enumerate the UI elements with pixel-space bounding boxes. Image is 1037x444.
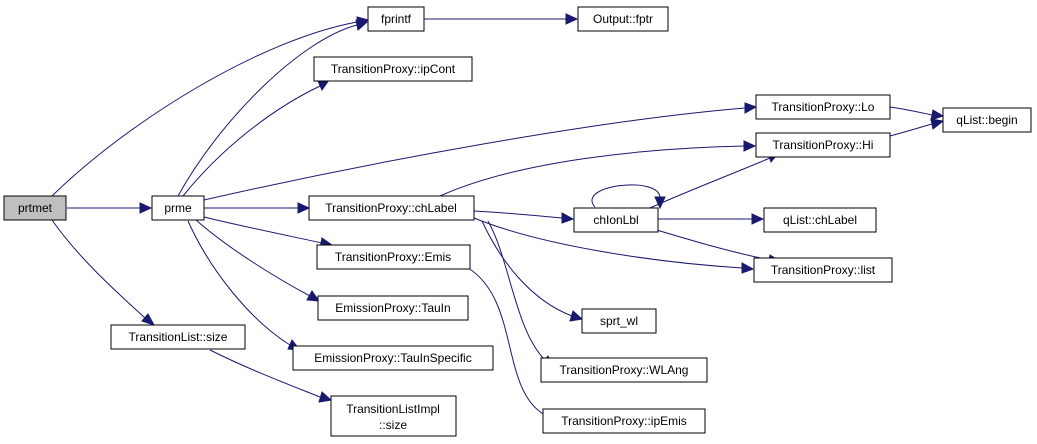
edge-chionlbl-self: [591, 184, 666, 210]
node-label: TransitionProxy::Emis: [335, 250, 451, 264]
edge-prme-tauin: [195, 219, 321, 302]
edge-emis-ipemis: [467, 267, 557, 421]
node-tp-chlabel[interactable]: TransitionProxy::chLabel: [308, 195, 475, 221]
node-label: EmissionProxy::TauIn: [335, 301, 450, 315]
node-tp-list[interactable]: TransitionProxy::list: [753, 257, 893, 283]
node-label: qList::chLabel: [783, 213, 857, 227]
edge-prme-chlabel: [204, 202, 311, 214]
node-label: TransitionProxy::list: [771, 263, 876, 277]
node-chionlbl[interactable]: chIonLbl: [573, 207, 659, 233]
node-ipcont[interactable]: TransitionProxy::ipCont: [313, 56, 473, 82]
node-label: TransitionProxy::ipEmis: [561, 414, 687, 428]
edge-prme-fprintf: [177, 19, 369, 197]
node-label: chIonLbl: [593, 213, 638, 227]
edge-chlabel-chionlbl: [473, 210, 575, 224]
edge-chlabel-list: [473, 217, 755, 274]
node-label: TransitionProxy::ipCont: [331, 62, 456, 76]
node-label: TransitionProxy::Lo: [772, 100, 875, 114]
node-label: TransitionList::size: [129, 330, 228, 344]
node-tp-emis[interactable]: TransitionProxy::Emis: [316, 244, 471, 270]
edge-tlist-size-impl: [209, 349, 333, 403]
edge-prtmet-fprintf: [51, 16, 370, 197]
node-label: prme: [164, 201, 192, 215]
node-label: TransitionProxy::Hi: [773, 138, 874, 152]
node-label: sprt_wl: [600, 314, 638, 328]
node-tlistimpl-size[interactable]: TransitionListImpl ::size: [330, 395, 457, 437]
node-tlist-size[interactable]: TransitionList::size: [110, 324, 246, 350]
node-tp-wlang[interactable]: TransitionProxy::WLAng: [540, 357, 708, 383]
node-label: prtmet: [18, 201, 53, 215]
node-ep-tauinspecific[interactable]: EmissionProxy::TauInSpecific: [292, 345, 494, 371]
edge-chionlbl-hi: [649, 151, 781, 209]
edge-hi-qlist-begin: [889, 118, 945, 137]
node-prme[interactable]: prme: [151, 195, 205, 221]
node-tp-hi[interactable]: TransitionProxy::Hi: [755, 132, 891, 158]
node-tp-lo[interactable]: TransitionProxy::Lo: [755, 94, 891, 120]
node-prtmet[interactable]: prtmet: [3, 195, 67, 221]
edge-prtmet-prme: [67, 202, 153, 214]
edge-prme-lo: [203, 102, 758, 201]
node-label: Output::fptr: [593, 12, 653, 26]
node-label: qList::begin: [956, 113, 1017, 127]
edge-chionlbl-qlist-chlabel: [658, 213, 765, 225]
node-label: TransitionProxy::WLAng: [560, 363, 689, 377]
edge-prme-emis: [199, 215, 334, 249]
node-fprintf[interactable]: fprintf: [367, 6, 425, 32]
node-label-line1: TransitionListImpl: [346, 402, 440, 416]
edge-fprintf-fptr: [424, 13, 579, 25]
node-label-line2: ::size: [379, 418, 407, 432]
node-label: fprintf: [381, 12, 412, 26]
node-sprt-wl[interactable]: sprt_wl: [581, 308, 657, 334]
node-label: TransitionProxy::chLabel: [325, 201, 457, 215]
edge-chlabel-sprtwl: [481, 220, 584, 322]
node-tp-ipemis[interactable]: TransitionProxy::ipEmis: [542, 408, 706, 434]
node-qlist-chlabel[interactable]: qList::chLabel: [763, 207, 877, 233]
edge-chlabel-hi: [439, 140, 757, 197]
node-output-fptr[interactable]: Output::fptr: [577, 6, 669, 32]
edge-lo-qlist-begin: [889, 106, 945, 121]
edge-prtmet-tlist-size: [51, 219, 156, 326]
edge-chlabel-wlang: [487, 220, 554, 368]
node-label: EmissionProxy::TauInSpecific: [314, 351, 471, 365]
edge-prme-ipcont: [182, 79, 331, 197]
node-qlist-begin[interactable]: qList::begin: [942, 107, 1032, 133]
node-ep-tauin[interactable]: EmissionProxy::TauIn: [317, 295, 469, 321]
